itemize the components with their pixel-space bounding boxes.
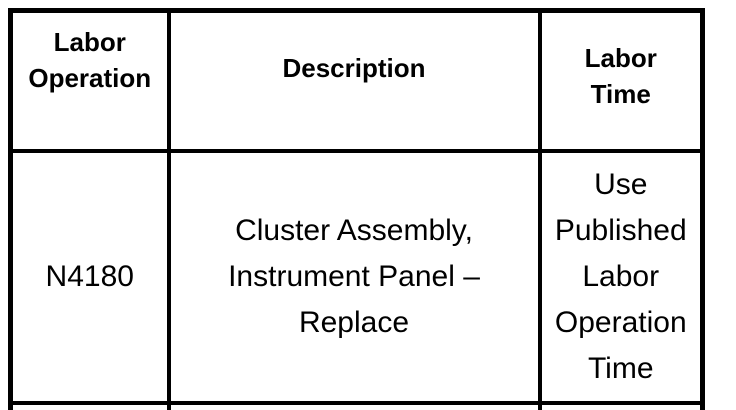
- header-labor-operation-line1: Labor: [53, 27, 126, 57]
- header-cell-description: Description: [166, 8, 542, 153]
- clipped-cell-labor-time: [537, 400, 705, 410]
- header-cell-labor-operation: Labor Operation: [8, 8, 171, 153]
- header-labor-operation-line2: Operation: [28, 63, 152, 93]
- header-cell-labor-time: Labor Time: [537, 8, 705, 153]
- header-description-line1: Description: [282, 53, 426, 83]
- clipped-cell-labor-operation: [8, 400, 171, 410]
- clipped-next-row: [8, 400, 705, 410]
- header-labor-time-line2: Time: [590, 79, 651, 109]
- table-data-row: N4180 Cluster Assembly, Instrument Panel…: [8, 148, 705, 405]
- labor-time-line3: Labor: [582, 259, 660, 293]
- cell-description: Cluster Assembly, Instrument Panel – Rep…: [166, 148, 542, 405]
- labor-time-line4: Operation: [554, 305, 687, 339]
- cell-labor-time: Use Published Labor Operation Time: [537, 148, 705, 405]
- header-labor-time-line1: Labor: [584, 43, 657, 73]
- description-line1: Cluster Assembly,: [235, 213, 473, 247]
- clipped-cell-description: [166, 400, 542, 410]
- labor-operation-table: Labor Operation Description Labor Time N…: [8, 8, 705, 410]
- description-line2: Instrument Panel –: [228, 259, 480, 293]
- table-header-row: Labor Operation Description Labor Time: [8, 8, 705, 153]
- description-line3: Replace: [298, 305, 410, 339]
- labor-operation-code: N4180: [45, 259, 134, 293]
- labor-time-line5: Time: [587, 351, 654, 385]
- labor-time-line1: Use: [594, 167, 648, 201]
- cell-labor-operation-code: N4180: [8, 148, 171, 405]
- labor-time-line2: Published: [554, 213, 687, 247]
